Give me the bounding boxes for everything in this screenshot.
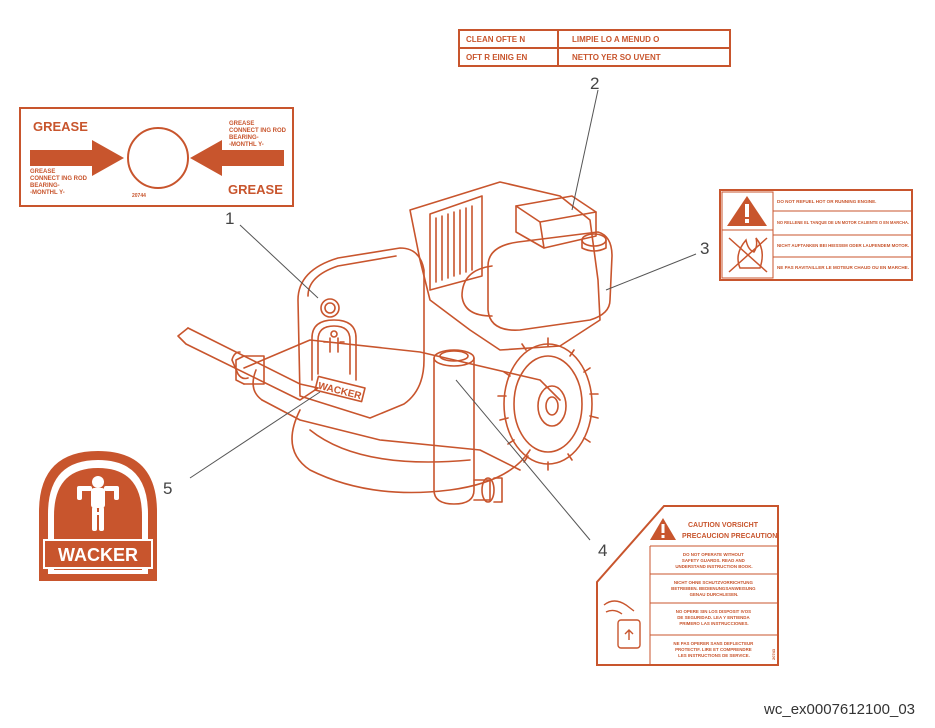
caution-block-en: DO NOT OPERATE WITHOUT SAFETY GUARDS. RE… <box>675 552 752 569</box>
air-cleaner <box>515 195 597 249</box>
arrow-left-icon <box>190 140 284 176</box>
grease-left-lines: GREASE CONNECT ING ROD BEARING- -MONTHL … <box>30 169 89 196</box>
grease-part-number: 20744 <box>132 193 146 199</box>
wacker-logo-decal: WACKER <box>39 450 157 581</box>
discharge-pipe <box>433 357 475 505</box>
caution-header-2: PRECAUCION PRECAUTION <box>682 533 777 540</box>
arrow-right-icon <box>30 140 124 176</box>
clean-cell-1: CLEAN OFTE N <box>466 35 525 44</box>
clean-cell-3: OFT R EINIG EN <box>466 53 528 62</box>
figure-id: wc_ex0007612100_03 <box>764 701 915 718</box>
cooling-fins <box>429 195 483 291</box>
grease-right-title: GREASE <box>228 182 283 197</box>
caution-decal: CAUTION VORSICHT PRECAUCION PRECAUTION D… <box>596 505 779 666</box>
refuel-line-es: NO RELLENE EL TANQUE DE UN MOTOR CALIENT… <box>777 220 909 225</box>
refuel-line-de: NICHT AUFTANKEN BEI HEISSEM ODER LAUFEND… <box>777 243 909 248</box>
pump-housing <box>291 409 531 494</box>
pump-machine: WACKER <box>177 181 613 505</box>
refuel-line-fr: NE PAS RAVITAILLER LE MOTEUR CHAUD OU EN… <box>777 265 909 270</box>
muffler <box>461 265 493 317</box>
caution-part-number: 20743 <box>771 648 776 660</box>
callout-1: 1 <box>225 209 234 228</box>
no-fuel-flame-icon <box>728 237 768 273</box>
callout-5: 5 <box>163 479 172 498</box>
machine-logo-text: WACKER <box>317 381 364 403</box>
callout-3: 3 <box>700 239 709 258</box>
callout-2: 2 <box>590 74 599 93</box>
caution-block-es: NO OPERE SIN LOS DISPOSIT IVOS DE SEGURI… <box>676 609 753 626</box>
hand-guard-icon <box>603 600 641 649</box>
wheel <box>497 337 599 471</box>
caution-block-de: NICHT OHNE SCHUTZVORRICHTUNG BETREIBEN. … <box>671 580 757 597</box>
grease-decal: GREASE GREASE GREASE CONNECT ING ROD BEA… <box>19 107 294 207</box>
fuel-tank <box>487 231 613 331</box>
grease-left-title: GREASE <box>33 119 88 134</box>
clean-cell-2: LIMPIE LO A MENUD O <box>572 35 659 44</box>
worker-icon <box>77 476 119 531</box>
wacker-logo-text: WACKER <box>58 545 138 565</box>
caution-header-1: CAUTION VORSICHT <box>688 522 759 529</box>
handle-bar <box>177 327 319 401</box>
callout-4: 4 <box>598 541 607 560</box>
refuel-warning-decal: DO NOT REFUEL HOT OR RUNNING ENGINE. NO … <box>719 189 913 281</box>
grease-right-lines: GREASE CONNECT ING ROD BEARING- -MONTHL … <box>229 121 288 148</box>
refuel-line-en: DO NOT REFUEL HOT OR RUNNING ENGINE. <box>777 199 876 204</box>
caution-block-fr: NE PAS OPERER SANS DEFLECTEUR PROTECTIF.… <box>673 641 754 658</box>
clean-often-decal: CLEAN OFTE N LIMPIE LO A MENUD O OFT R E… <box>458 29 731 67</box>
callout-leaders <box>189 89 697 541</box>
clean-cell-4: NETTO YER SO UVENT <box>572 53 661 62</box>
engine-block <box>409 181 601 351</box>
